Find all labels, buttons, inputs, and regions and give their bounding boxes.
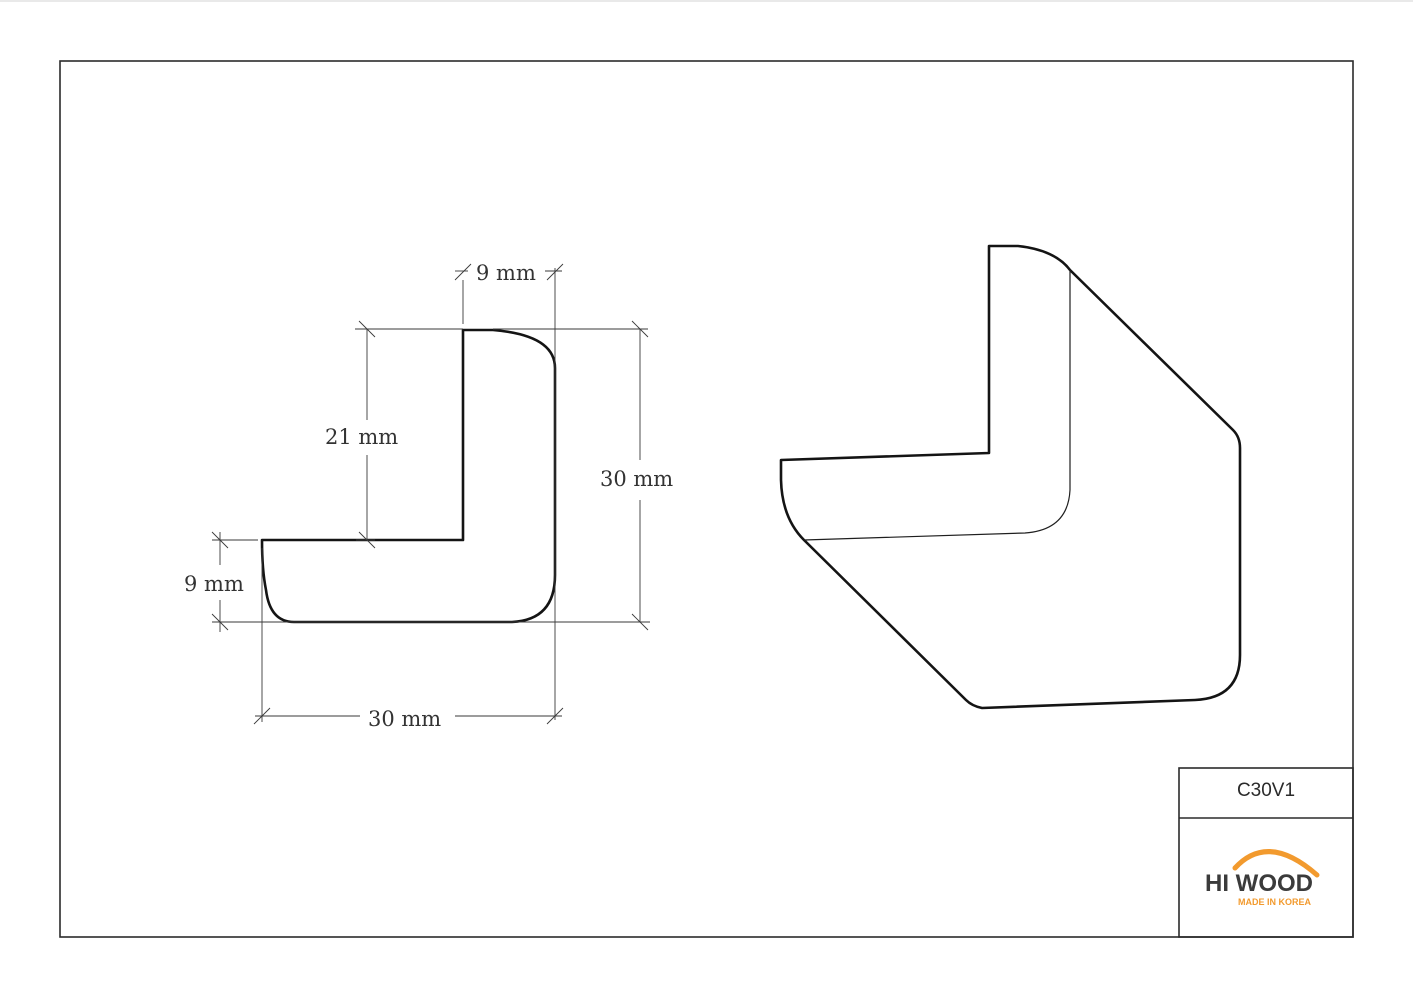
l-profile-outline	[260, 328, 557, 624]
corner-guard-3d-view	[779, 244, 1242, 710]
product-code: C30V1	[1237, 780, 1295, 801]
profile-section-view	[260, 328, 557, 624]
title-block	[1178, 767, 1354, 938]
dim-label-top-width: 9 mm	[476, 261, 536, 285]
dimension-lines	[211, 263, 650, 725]
logo-tagline: MADE IN KOREA	[1238, 897, 1312, 907]
top-edge	[0, 0, 1413, 2]
corner-guard-outline	[779, 244, 1242, 710]
dim-label-total-width: 30 mm	[368, 707, 441, 731]
dim-label-bottom-thickness: 9 mm	[184, 572, 244, 596]
logo-brand: HI WOOD	[1205, 870, 1313, 897]
dim-label-total-height: 30 mm	[600, 467, 673, 491]
dim-label-inner-height: 21 mm	[325, 425, 398, 449]
hiwood-logo: HI WOOD MADE IN KOREA	[1205, 849, 1320, 907]
inner-edge-curve	[803, 270, 1071, 541]
drawing-frame	[59, 60, 1354, 938]
logo-arc	[1232, 849, 1320, 878]
